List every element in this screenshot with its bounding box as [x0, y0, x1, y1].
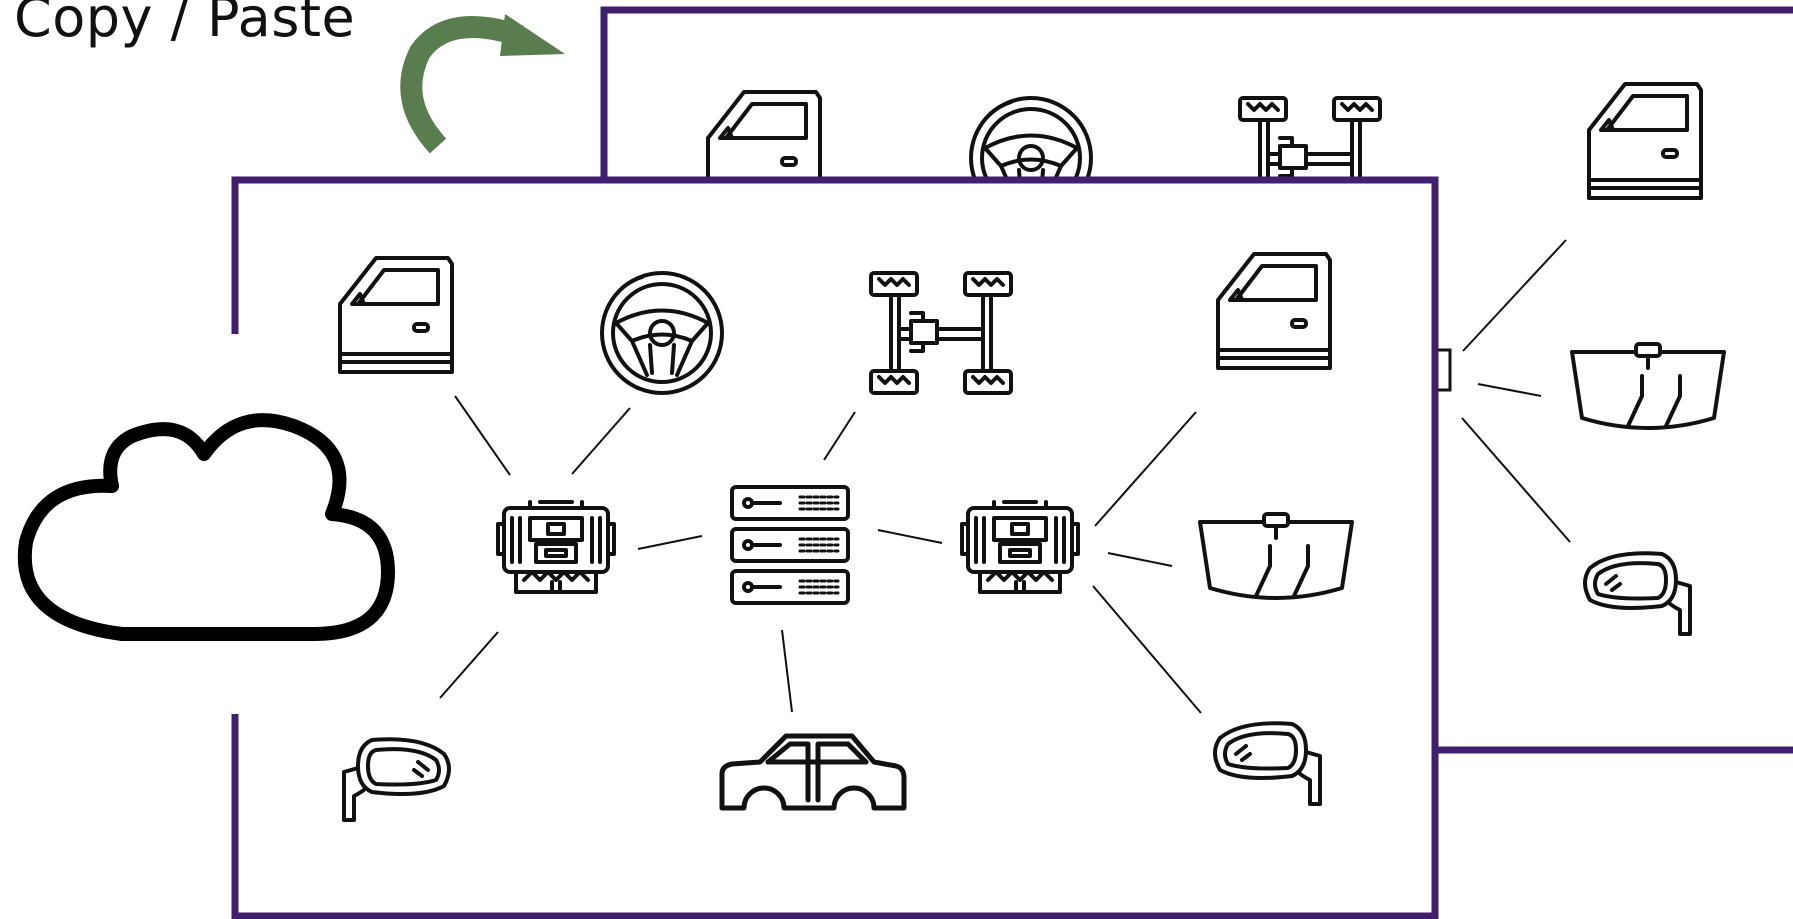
steering-wheel-icon: [600, 271, 724, 395]
ecu-icon: [960, 500, 1080, 594]
windshield-icon: [1570, 342, 1726, 430]
curved-arrow-icon: [400, 14, 565, 154]
back-connector-lines: [1461, 239, 1571, 543]
ecu-icon: [496, 500, 616, 594]
connector-lines: [439, 395, 1202, 714]
front-panel: [231, 176, 1439, 919]
server-icon: [730, 485, 850, 605]
cloud-icon: [25, 334, 388, 714]
copy-paste-title: Copy / Paste: [14, 0, 356, 49]
windshield-icon: [1198, 512, 1354, 600]
